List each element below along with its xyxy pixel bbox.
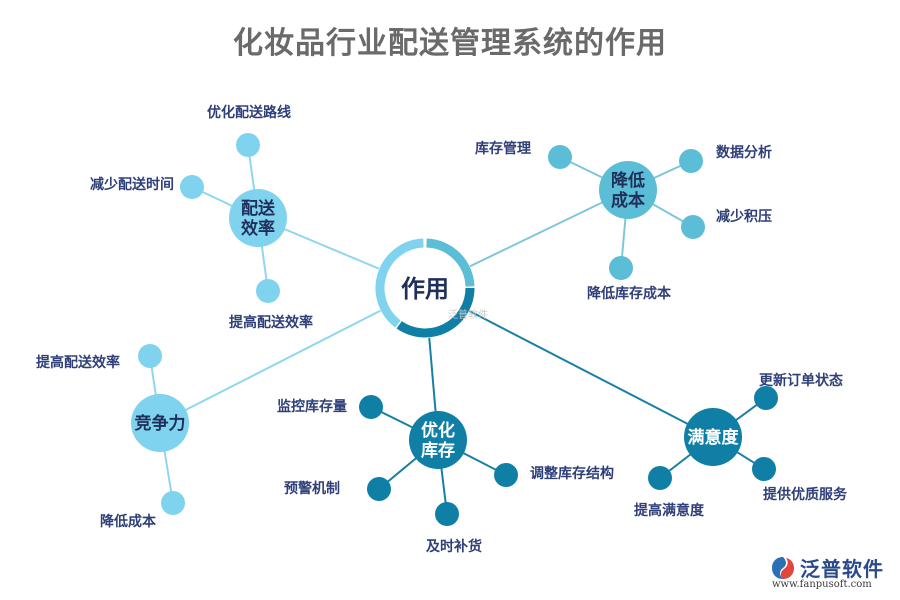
logo-brand: 泛普软件 (800, 557, 884, 581)
leaf-satisfaction: 提高满意度 (634, 466, 705, 519)
fanpu-logo: 泛普软件 www.fanpusoft.com (770, 553, 895, 595)
fanpu-logo-icon (772, 557, 794, 579)
leaf-inventory: 及时补货 (426, 502, 482, 555)
leaf-dot (494, 463, 518, 487)
leaf-label: 库存管理 (475, 140, 531, 157)
leaf-label: 降低库存成本 (587, 285, 672, 302)
hub-label: 效率 (241, 218, 275, 239)
leaf-satisfaction: 更新订单状态 (754, 372, 843, 410)
center-ring-segment (396, 287, 475, 338)
leaf-label: 预警机制 (284, 480, 340, 497)
watermark: 泛普软件 (448, 310, 488, 321)
leaf-efficiency: 提高配送效率 (229, 279, 313, 331)
hub-label: 成本 (611, 190, 645, 211)
hub-label: 优化 (421, 420, 455, 441)
leaf-label: 减少配送时间 (90, 176, 174, 193)
center-ring-segment (375, 238, 424, 328)
leaf-competitive: 降低成本 (100, 491, 185, 530)
leaf-dot (367, 477, 391, 501)
leaf-dot (138, 344, 162, 368)
leaf-dot (648, 466, 672, 490)
leaf-dot (681, 215, 705, 239)
leaf-dot (754, 386, 778, 410)
leaf-satisfaction: 提供优质服务 (752, 457, 848, 503)
leaf-inventory: 监控库存量 (277, 395, 383, 419)
leaf-dot (609, 256, 633, 280)
hub-competitive: 竞争力 (131, 394, 189, 452)
leaf-dot (256, 279, 280, 303)
leaf-dot (359, 395, 383, 419)
leaf-label: 及时补货 (426, 538, 482, 555)
leaf-label: 更新订单状态 (759, 372, 843, 389)
leaf-cost: 减少积压 (681, 208, 772, 239)
leaf-competitive: 提高配送效率 (36, 344, 162, 371)
leaf-label: 提高配送效率 (36, 354, 120, 371)
hub-cost: 降低成本 (599, 161, 657, 219)
leaf-cost: 数据分析 (679, 144, 772, 173)
logo-url: www.fanpusoft.com (772, 579, 872, 590)
leaf-label: 优化配送路线 (207, 104, 291, 121)
center-label: 作用 (401, 275, 449, 303)
leaf-label: 调整库存结构 (530, 465, 614, 482)
hub-label: 竞争力 (135, 413, 186, 434)
leaf-dot (548, 145, 572, 169)
leaf-efficiency: 减少配送时间 (90, 175, 204, 199)
leaf-inventory: 预警机制 (284, 477, 391, 501)
hub-label: 满意度 (688, 427, 740, 448)
leaf-cost: 降低库存成本 (587, 256, 672, 302)
hub-label: 库存 (421, 440, 455, 461)
center-node: 作用 (375, 238, 475, 338)
leaf-dot (679, 149, 703, 173)
leaf-label: 提高满意度 (634, 502, 705, 519)
leaf-cost: 库存管理 (475, 140, 572, 169)
hub-efficiency: 配送效率 (229, 189, 287, 247)
leaf-label: 提供优质服务 (763, 486, 848, 503)
leaf-label: 提高配送效率 (229, 314, 313, 331)
hub-label: 配送 (241, 198, 276, 219)
leaf-dot (161, 491, 185, 515)
center-ring-segment (426, 238, 475, 287)
leaf-label: 减少积压 (716, 208, 772, 225)
connector-center-satisfaction (424, 287, 714, 438)
leaf-dot (236, 133, 260, 157)
page-title: 化妆品行业配送管理系统的作用 (233, 26, 667, 61)
leaf-label: 降低成本 (100, 513, 157, 530)
leaf-label: 监控库存量 (277, 398, 347, 415)
leaf-inventory: 调整库存结构 (494, 463, 614, 487)
leaf-label: 数据分析 (716, 144, 772, 161)
leaf-dot (752, 457, 776, 481)
hub-label: 降低 (611, 170, 645, 191)
leaf-efficiency: 优化配送路线 (207, 104, 291, 157)
leaf-dot (435, 502, 459, 526)
hub-satisfaction: 满意度 (684, 408, 742, 466)
leaf-dot (180, 175, 204, 199)
